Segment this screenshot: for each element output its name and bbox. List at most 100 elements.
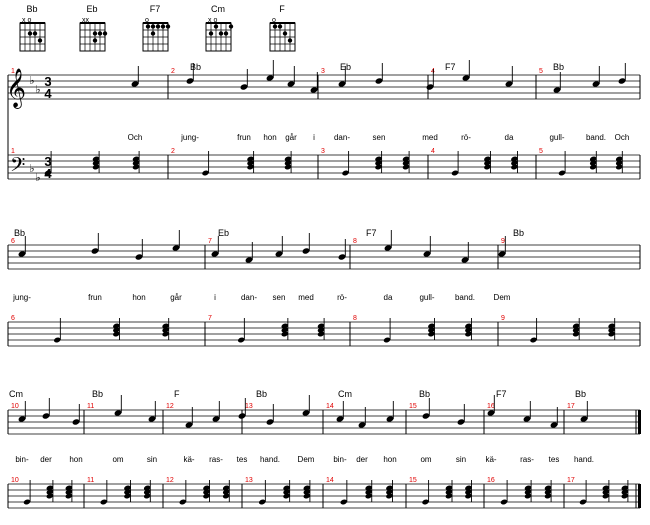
bass-note-head <box>53 337 61 343</box>
bass-measure-number: 12 <box>166 477 174 484</box>
bass-note-head <box>46 489 54 495</box>
bass-clef-icon: 𝄢 <box>10 153 25 181</box>
bass-note-head <box>113 327 120 333</box>
bass-note-head <box>202 170 209 176</box>
bass-note-head <box>465 323 472 329</box>
bass-note-head <box>222 485 230 491</box>
open-string-markers: x o <box>22 17 31 24</box>
bass-measure-number: 17 <box>567 477 575 484</box>
lyric-syllable: Dem <box>494 293 511 302</box>
bass-note-head <box>602 493 610 499</box>
note-head <box>185 422 193 428</box>
bass-note-head <box>247 160 254 166</box>
chord-symbol: F7 <box>496 389 507 399</box>
lyric-syllable: hand. <box>260 455 280 464</box>
chord-symbol: Cm <box>338 389 352 399</box>
note-head <box>91 248 99 254</box>
lyric-syllable: kä- <box>183 455 194 464</box>
bass-note-head <box>615 160 623 166</box>
finger-dot <box>277 24 283 29</box>
finger-dot <box>97 31 103 36</box>
bass-measure-number: 3 <box>321 148 325 155</box>
note-head <box>384 245 392 251</box>
lyric-syllable: Och <box>615 133 630 142</box>
finger-dot <box>92 38 98 43</box>
note-head <box>358 422 366 428</box>
bass-note-head <box>402 160 410 166</box>
note-head <box>386 416 394 422</box>
note-head <box>336 416 344 422</box>
bass-note-head <box>365 489 372 495</box>
lyric-syllable: rö- <box>337 293 347 302</box>
bass-note-head <box>608 331 615 337</box>
finger-dot <box>160 24 166 29</box>
bass-note-head <box>203 489 210 495</box>
bass-note-head <box>589 164 597 170</box>
bass-note-head <box>303 489 311 495</box>
bass-note-head <box>46 493 54 499</box>
bass-note-head <box>451 170 459 176</box>
note-head <box>457 419 465 425</box>
bass-note-head <box>179 499 187 505</box>
bass-note-head <box>317 331 325 337</box>
bass-note-head <box>445 493 453 499</box>
note-head <box>18 251 26 257</box>
bass-measure-number: 16 <box>487 477 495 484</box>
bass-measure-number: 6 <box>11 315 15 322</box>
note-head <box>580 416 588 422</box>
bass-note-head <box>428 331 435 337</box>
bass-note-head <box>375 156 382 162</box>
chord-symbol: Bb <box>14 228 25 238</box>
bass-note-head <box>615 164 623 170</box>
note-head <box>461 257 469 263</box>
measure-number: 13 <box>245 403 253 410</box>
flat-icon: ♭ <box>35 172 40 184</box>
bass-note-head <box>113 323 120 329</box>
bass-note-head <box>222 493 230 499</box>
bass-note-head <box>281 327 289 333</box>
bass-note-head <box>621 493 629 499</box>
bass-note-head <box>375 160 382 166</box>
lyric-syllable: hon <box>383 455 396 464</box>
finger-dot <box>92 31 98 36</box>
note-head <box>550 422 558 428</box>
chord-symbol: F <box>174 389 180 399</box>
lyric-syllable: da <box>384 293 393 302</box>
measure-number: 12 <box>166 403 174 410</box>
note-head <box>462 75 470 81</box>
lyric-syllable: gull- <box>549 133 564 142</box>
open-string-markers: xx <box>82 17 90 24</box>
chord-diagram-cm: Cmx o <box>205 4 234 52</box>
lyric-syllable: i <box>313 133 315 142</box>
note-head <box>275 251 283 257</box>
finger-dot <box>37 38 43 43</box>
note-head <box>426 84 434 90</box>
bass-note-head <box>544 493 552 499</box>
note-head <box>18 416 26 422</box>
bass-staff <box>7 154 641 180</box>
note-head <box>287 81 295 87</box>
bass-note-head <box>386 493 393 499</box>
bass-note-head <box>484 164 491 170</box>
bass-note-head <box>445 489 453 495</box>
chord-diagram-name: Bb <box>26 4 37 14</box>
measure-number: 17 <box>567 403 575 410</box>
lyric-syllable: bin- <box>333 455 347 464</box>
note-head <box>266 75 274 81</box>
lyric-syllable: bin- <box>15 455 29 464</box>
note-head <box>148 416 156 422</box>
bass-note-head <box>484 156 491 162</box>
measure-number: 11 <box>87 403 94 410</box>
lyric-syllable: frun <box>237 133 251 142</box>
bass-measure-number: 8 <box>353 315 357 322</box>
measure-number: 10 <box>11 403 19 410</box>
note-head <box>422 413 430 419</box>
bass-note-head <box>558 170 566 176</box>
bass-note-head <box>375 164 382 170</box>
bass-note-head <box>579 499 587 505</box>
bass-note-head <box>46 485 54 491</box>
bass-note-head <box>132 160 140 166</box>
lyric-syllable: frun <box>88 293 102 302</box>
finger-dot <box>223 31 229 36</box>
